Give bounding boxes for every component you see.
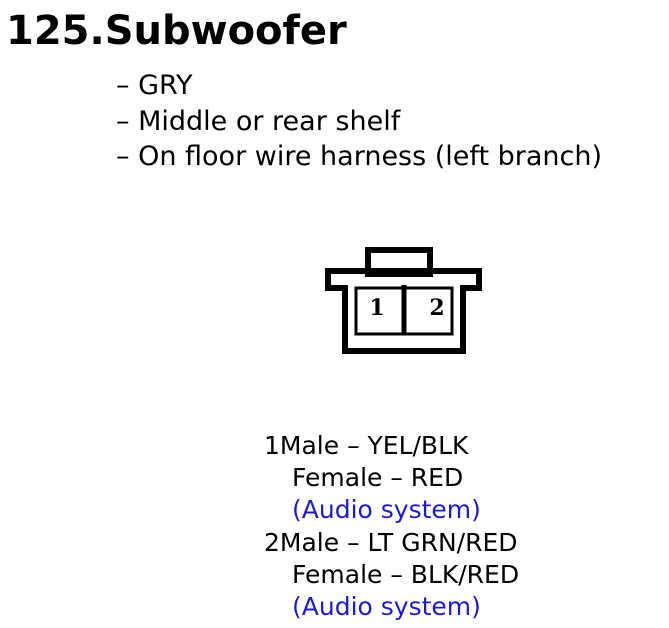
pin-label-2: 2 <box>429 295 444 321</box>
pin-2-female: Female – BLK/RED <box>292 559 520 589</box>
pin-1-female: Female – RED <box>292 463 464 493</box>
connector-diagram: 1 2 <box>325 247 482 354</box>
male-wire: Male – YEL/BLK <box>279 431 469 460</box>
pin-label-1: 1 <box>369 295 384 321</box>
connector-inner-cavity <box>354 286 454 336</box>
pin-2-male: 2Male – LT GRN/RED <box>264 527 519 559</box>
connector-details-list: – GRY – Middle or rear shelf – On floor … <box>116 68 602 175</box>
pin-1-system: (Audio system) <box>292 495 481 525</box>
male-wire: Male – LT GRN/RED <box>279 527 518 557</box>
detail-color: – GRY <box>116 70 193 101</box>
pin-2-system: (Audio system) <box>292 592 481 622</box>
connector-body <box>325 268 482 354</box>
pin-number: 2 <box>264 527 280 557</box>
pin-assignments: 1Male – YEL/BLK Female – RED (Audio syst… <box>264 430 519 623</box>
detail-location: – Middle or rear shelf <box>116 105 401 137</box>
pin-1-male: 1Male – YEL/BLK <box>264 430 519 462</box>
detail-harness: – On floor wire harness (left branch) <box>116 141 602 172</box>
page-title: 125.Subwoofer <box>6 8 347 54</box>
pin-number: 1 <box>264 431 280 460</box>
